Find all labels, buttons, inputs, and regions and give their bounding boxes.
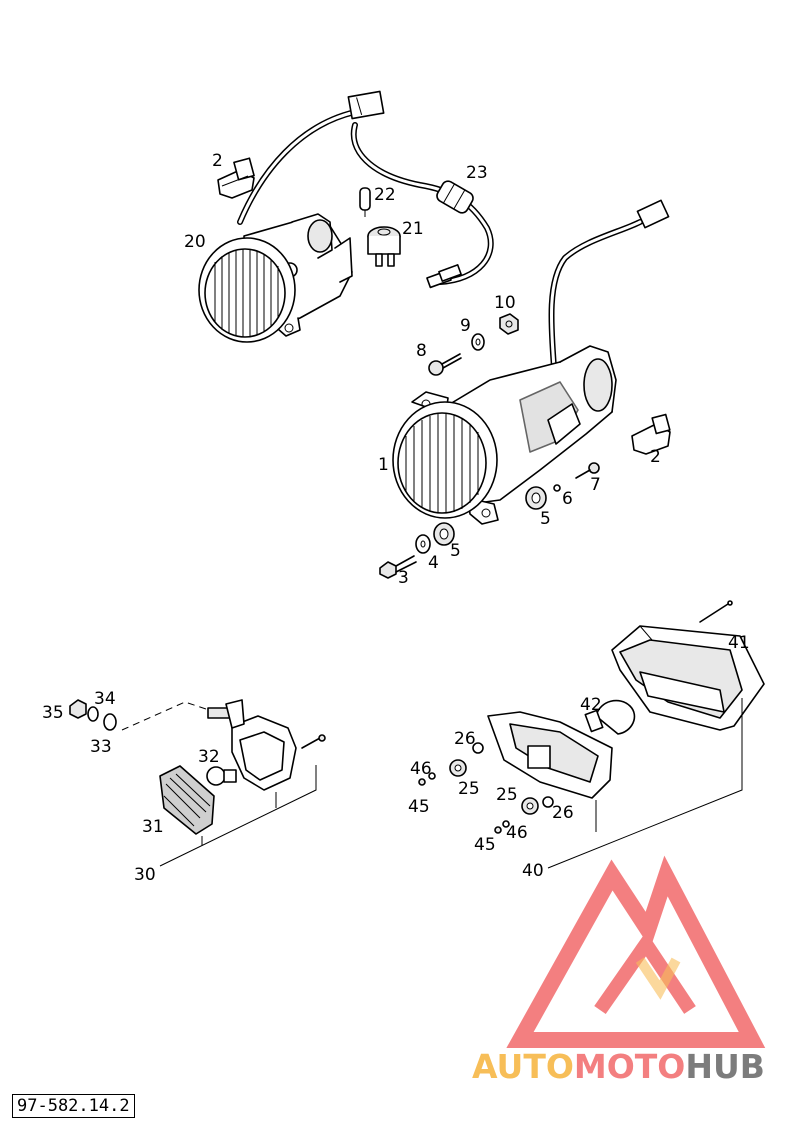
- part-34-washer: [87, 706, 99, 722]
- callout-41: 41: [728, 633, 750, 653]
- callout-25-lower: 25: [496, 785, 518, 805]
- callout-5-right: 5: [540, 509, 551, 529]
- part-45-nut-a: [418, 778, 426, 786]
- callout-5-lower: 5: [450, 541, 461, 561]
- callout-2-upper: 2: [212, 151, 223, 171]
- part-20-headlight-upper: [198, 213, 353, 343]
- callout-46-lower: 46: [506, 823, 528, 843]
- callout-34: 34: [94, 689, 116, 709]
- callout-20: 20: [184, 232, 206, 252]
- part-8-screw: [428, 353, 462, 376]
- part-3-bolt: [379, 555, 417, 579]
- part-33-washer: [103, 713, 117, 731]
- callout-23: 23: [466, 163, 488, 183]
- part-4-washer: [415, 534, 431, 554]
- part-30-indicator-assembly: [69, 699, 326, 867]
- part-2-bulb-socket-right: [631, 413, 671, 455]
- svg-text:AUTOMOTOHUB: AUTOMOTOHUB: [472, 1047, 765, 1086]
- part-2-bulb-socket-upper: [217, 157, 255, 199]
- callout-26-lower: 26: [552, 803, 574, 823]
- callout-1: 1: [378, 455, 389, 475]
- part-35-nut: [69, 699, 87, 719]
- harness-grommet: [436, 180, 474, 214]
- callout-2-right: 2: [650, 447, 661, 467]
- callout-3: 3: [398, 568, 409, 588]
- callout-9: 9: [460, 316, 471, 336]
- callout-25-upper: 25: [458, 779, 480, 799]
- part-6-washer: [553, 484, 561, 492]
- part-32-bulb: [206, 766, 226, 786]
- callout-22: 22: [374, 185, 396, 205]
- callout-45-lower: 45: [474, 835, 496, 855]
- part-21-bulb-holder: [367, 226, 401, 267]
- callout-21: 21: [402, 219, 424, 239]
- part-26-spacer-b: [542, 796, 554, 808]
- callout-40: 40: [522, 861, 544, 881]
- callout-10: 10: [494, 293, 516, 313]
- callout-31: 31: [142, 817, 164, 837]
- callout-8: 8: [416, 341, 427, 361]
- part-46-washer-b: [502, 820, 510, 828]
- callout-labels: 1 2 2 3 4 5 5 6 7 8 9 10 20 21 22 23 25 …: [42, 151, 750, 885]
- wiring-harness: [237, 90, 494, 289]
- part-31-lens: [159, 765, 215, 835]
- callout-35: 35: [42, 703, 64, 723]
- callout-32: 32: [198, 747, 220, 767]
- part-40-taillight-assembly: [418, 600, 765, 869]
- part-9-washer: [471, 333, 485, 351]
- callout-46-upper: 46: [410, 759, 432, 779]
- callout-4: 4: [428, 553, 439, 573]
- part-1-headlight-main: [392, 199, 670, 525]
- callout-30: 30: [134, 865, 156, 885]
- callout-26-upper: 26: [454, 729, 476, 749]
- part-45-nut-b: [494, 826, 502, 834]
- callout-45-upper: 45: [408, 797, 430, 817]
- part-7-screw: [575, 462, 600, 479]
- diagram-reference-code: 97-582.14.2: [12, 1094, 135, 1118]
- automotohub-watermark: AUTOMOTOHUB: [472, 855, 766, 1086]
- part-5-bushing-right: [525, 486, 547, 510]
- part-22-bulb: [359, 187, 371, 217]
- part-26-spacer-a: [472, 742, 484, 754]
- callout-42: 42: [580, 695, 602, 715]
- callout-33: 33: [90, 737, 112, 757]
- part-10-nut: [499, 313, 519, 335]
- callout-6: 6: [562, 489, 573, 509]
- part-5-bushing-lower: [433, 522, 455, 546]
- callout-7: 7: [590, 475, 601, 495]
- part-41-lens-cover: [611, 625, 765, 731]
- part-42-bulb: [584, 699, 636, 735]
- part-46-washer-a: [428, 772, 436, 780]
